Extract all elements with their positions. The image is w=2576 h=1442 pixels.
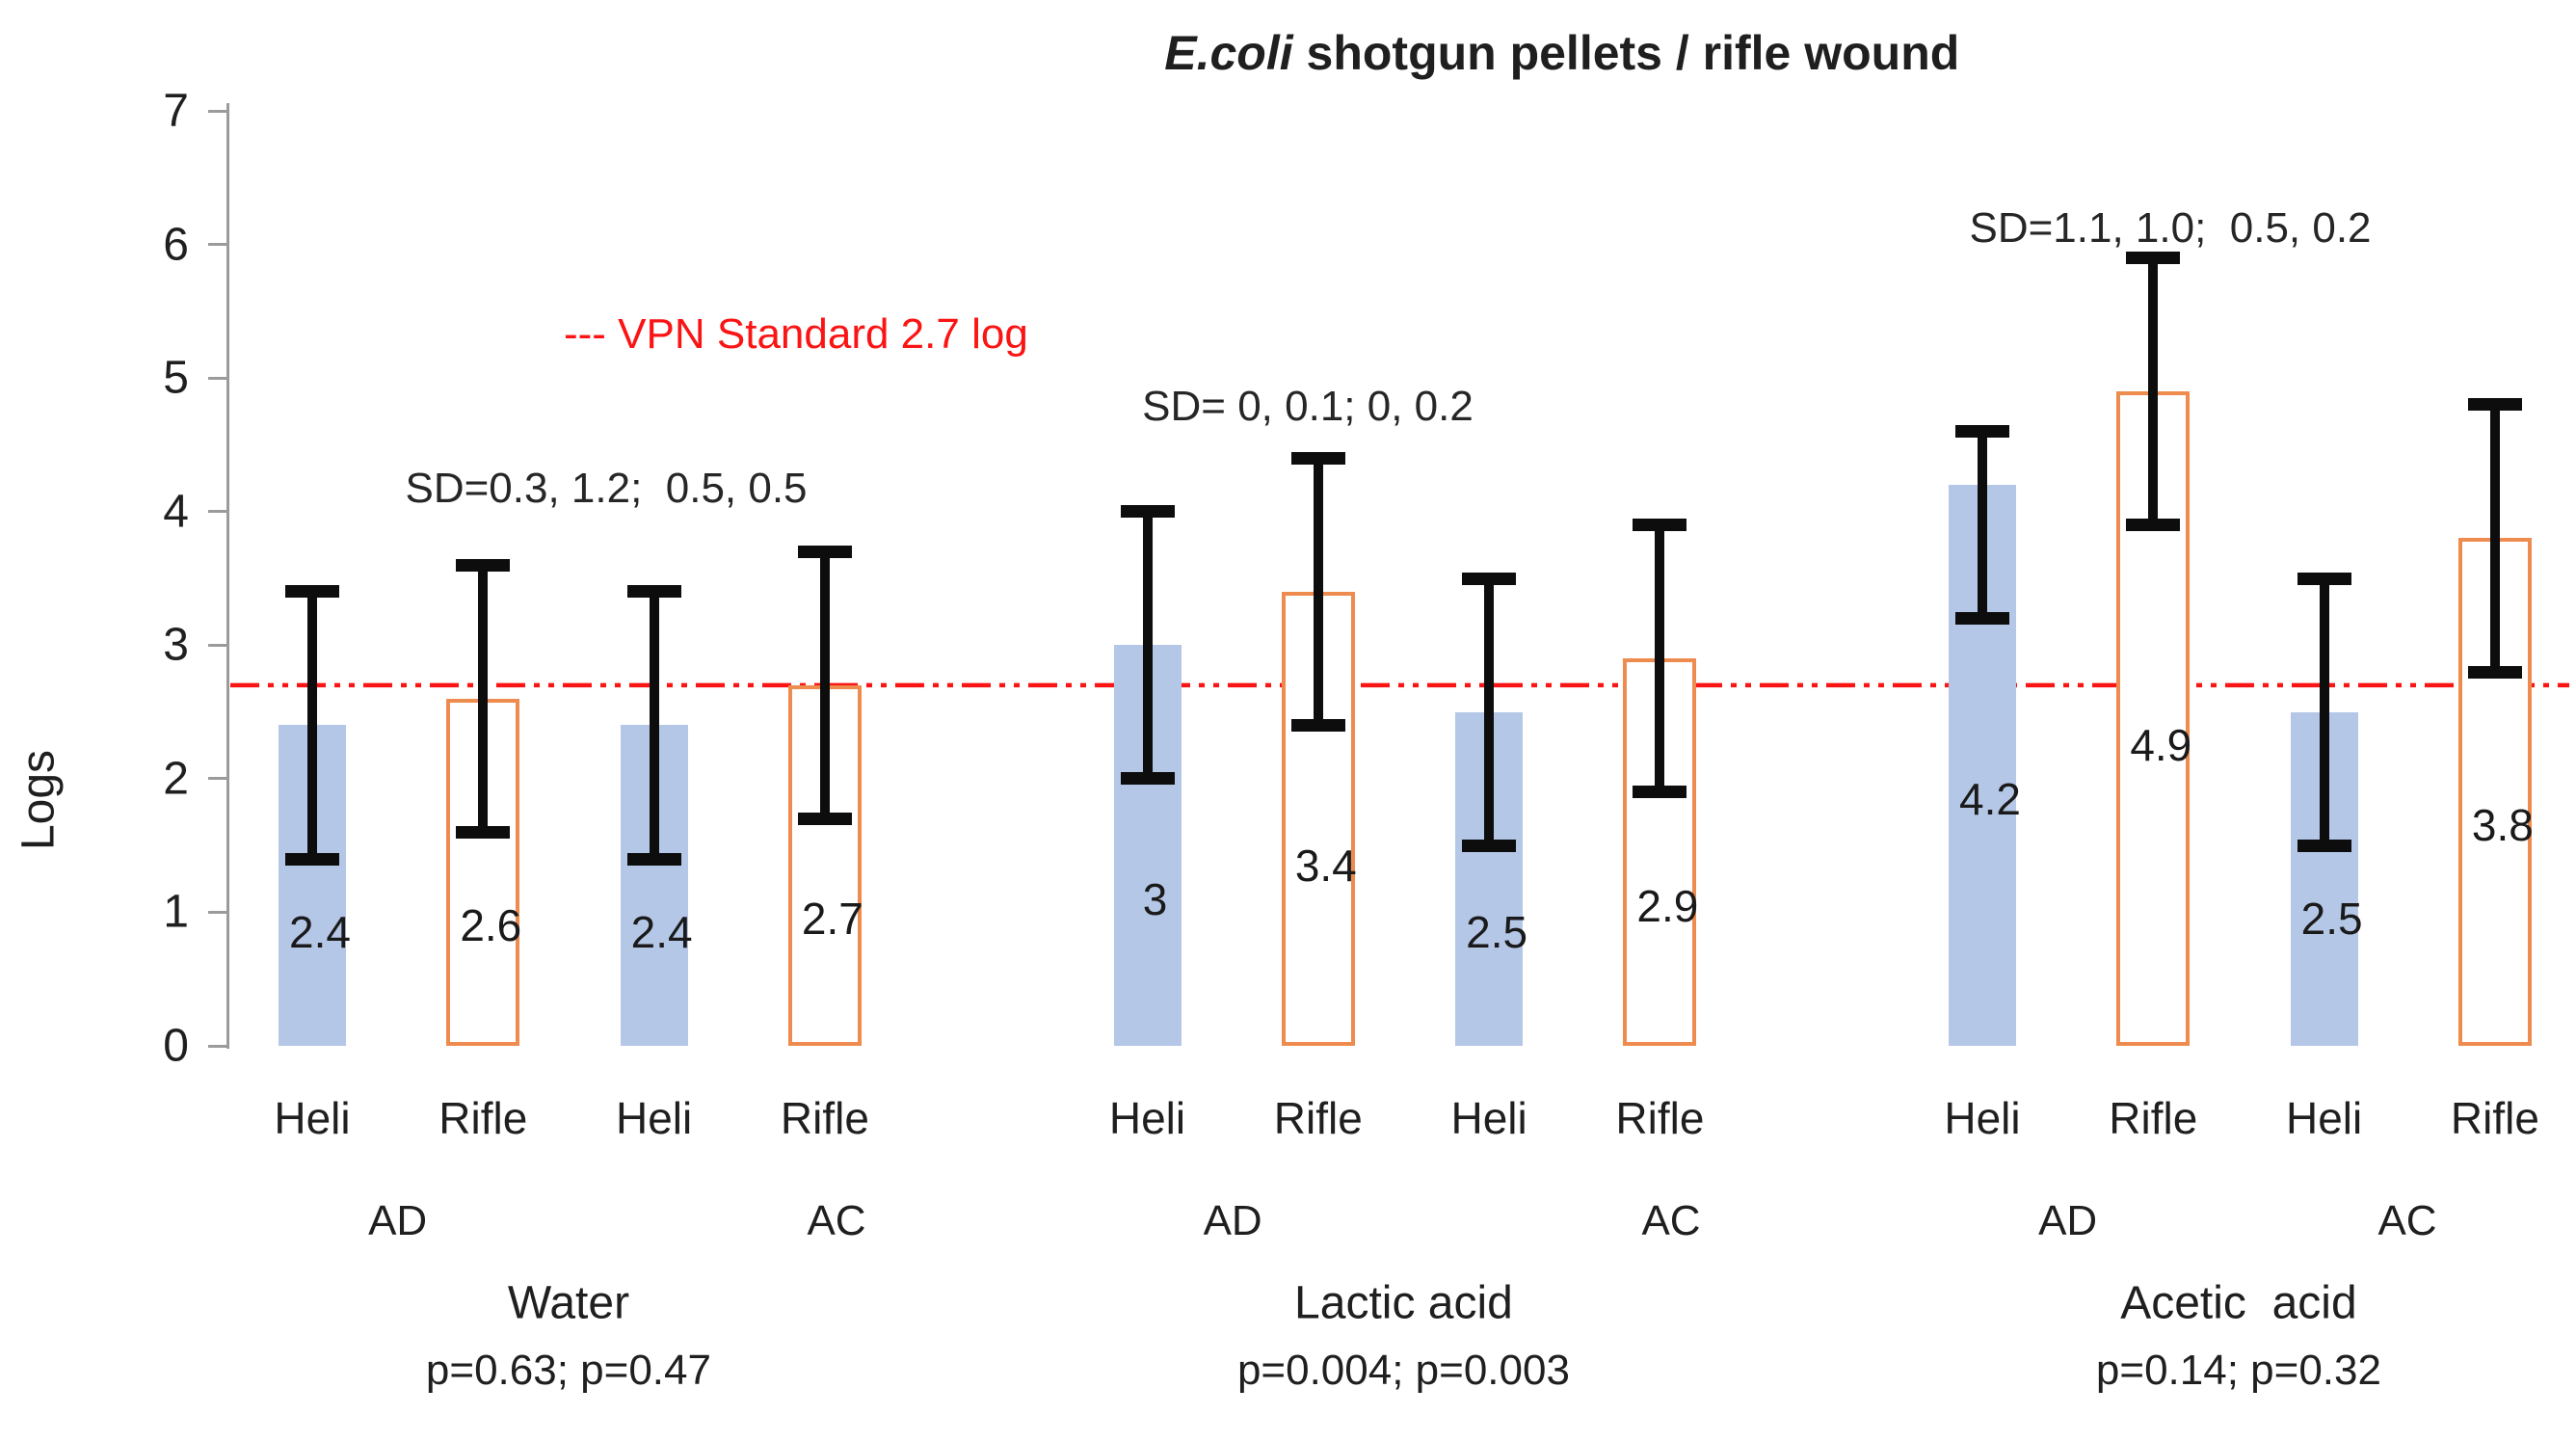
group-name-label: Water [507,1277,630,1329]
bar-value-label: 2.9 [1636,880,1699,931]
y-tick-label: 6 [163,219,189,271]
group-name-label: Lactic acid [1294,1277,1513,1329]
bar-value-label: 2.5 [2300,894,2363,945]
y-tick-mark [208,777,226,781]
bar-value-label: 3.8 [2471,800,2534,851]
y-tick-label: 5 [163,352,189,404]
error-bar-cap-top [1462,572,1517,585]
error-bar-line [1313,458,1323,726]
sub-label-ad: AD [2038,1197,2098,1244]
sub-label-ac: AC [807,1197,866,1244]
bar-axis-label: Rifle [2450,1093,2539,1143]
error-bar-line [819,551,830,819]
error-bar-cap-top [285,585,339,599]
bar-axis-label: Rifle [438,1093,528,1143]
error-bar-cap-top [797,545,852,558]
chart-title-rest: shotgun pellets / rifle wound [1292,26,1960,80]
bar-value-label: 2.7 [801,894,863,945]
chart-title-species: E.coli [1164,26,1293,80]
y-axis-line [226,103,229,1049]
error-bar-cap-bottom [797,812,852,825]
y-tick-label: 3 [163,619,189,671]
sd-annotation: SD=1.1, 1.0; 0.5, 0.2 [1969,204,2372,252]
bar-rifle-water [787,684,862,1046]
error-bar-cap-bottom [456,825,511,839]
bar-axis-label: Rifle [1273,1093,1363,1143]
error-bar-line [1484,578,1495,846]
y-tick-label: 2 [163,753,189,805]
error-bar-cap-bottom [285,852,339,866]
bar-rifle-lactic-acid [1623,658,1697,1046]
sub-label-ad: AD [1203,1197,1262,1244]
y-tick-label: 4 [163,486,189,538]
group-name-label: Acetic acid [2120,1277,2357,1329]
error-bar-cap-top [2297,572,2351,585]
error-bar-line [1142,511,1153,779]
error-bar-cap-top [1955,425,2009,439]
y-tick-label: 1 [163,886,189,938]
bar-value-label: 2.5 [1466,907,1528,958]
y-tick-mark [208,1044,226,1048]
p-value-label: p=0.14; p=0.32 [2095,1347,2381,1394]
bar-axis-label: Heli [274,1093,351,1143]
chart-title: E.coli shotgun pellets / rifle wound [1111,0,1960,137]
bar-axis-label: Heli [1450,1093,1527,1143]
vpn-standard-label: --- VPN Standard 2.7 log [564,310,1028,358]
y-tick-mark [208,109,226,113]
y-tick-mark [208,243,226,247]
y-tick-mark [208,510,226,514]
bar-value-label: 3.4 [1294,840,1357,891]
error-bar-cap-bottom [1955,612,2009,626]
y-tick-mark [208,376,226,380]
bar-axis-label: Rifle [1615,1093,1705,1143]
error-bar-cap-bottom [1633,786,1687,799]
sub-label-ac: AC [2377,1197,2437,1244]
bar-value-label: 2.6 [460,900,522,951]
bar-value-label: 2.4 [289,907,351,958]
bar-value-label: 4.2 [1959,773,2021,824]
error-bar-cap-bottom [2297,839,2351,852]
y-tick-label: 0 [163,1020,189,1072]
sd-annotation: SD=0.3, 1.2; 0.5, 0.5 [405,465,808,512]
error-bar-cap-bottom [626,852,681,866]
error-bar-cap-top [456,558,511,572]
error-bar-line [2319,578,2329,846]
y-axis-label: Logs [13,749,65,851]
error-bar-cap-bottom [2467,665,2522,679]
error-bar-cap-top [1290,451,1345,465]
error-bar-cap-bottom [1462,839,1517,852]
y-tick-label: 7 [163,85,189,137]
error-bar-line [307,591,317,859]
bar-value-label: 3 [1142,873,1168,924]
error-bar-line [2489,404,2500,672]
y-tick-mark [208,643,226,647]
error-bar-cap-top [1120,505,1175,519]
error-bar-cap-bottom [1290,718,1345,732]
sub-label-ac: AC [1641,1197,1701,1244]
error-bar-cap-top [1633,519,1687,532]
bar-axis-label: Heli [615,1093,693,1143]
error-bar-cap-top [2126,251,2181,264]
bar-axis-label: Heli [2285,1093,2363,1143]
bar-value-label: 4.9 [2130,720,2192,771]
error-bar-line [2148,257,2159,525]
sub-label-ad: AD [368,1197,428,1244]
bar-value-label: 2.4 [630,907,693,958]
bar-axis-label: Heli [1944,1093,2021,1143]
error-bar-line [1655,524,1665,792]
bar-axis-label: Rifle [2109,1093,2198,1143]
error-bar-cap-bottom [1120,772,1175,786]
error-bar-cap-top [626,585,681,599]
p-value-label: p=0.63; p=0.47 [425,1347,711,1394]
error-bar-line [1978,431,1987,619]
y-tick-mark [208,910,226,914]
sd-annotation: SD= 0, 0.1; 0, 0.2 [1142,383,1474,430]
bar-axis-label: Heli [1108,1093,1186,1143]
error-bar-line [649,591,659,859]
p-value-label: p=0.004; p=0.003 [1236,1347,1570,1394]
error-bar-line [478,565,489,833]
error-bar-cap-top [2467,398,2522,412]
error-bar-cap-bottom [2126,519,2181,532]
bar-axis-label: Rifle [780,1093,869,1143]
